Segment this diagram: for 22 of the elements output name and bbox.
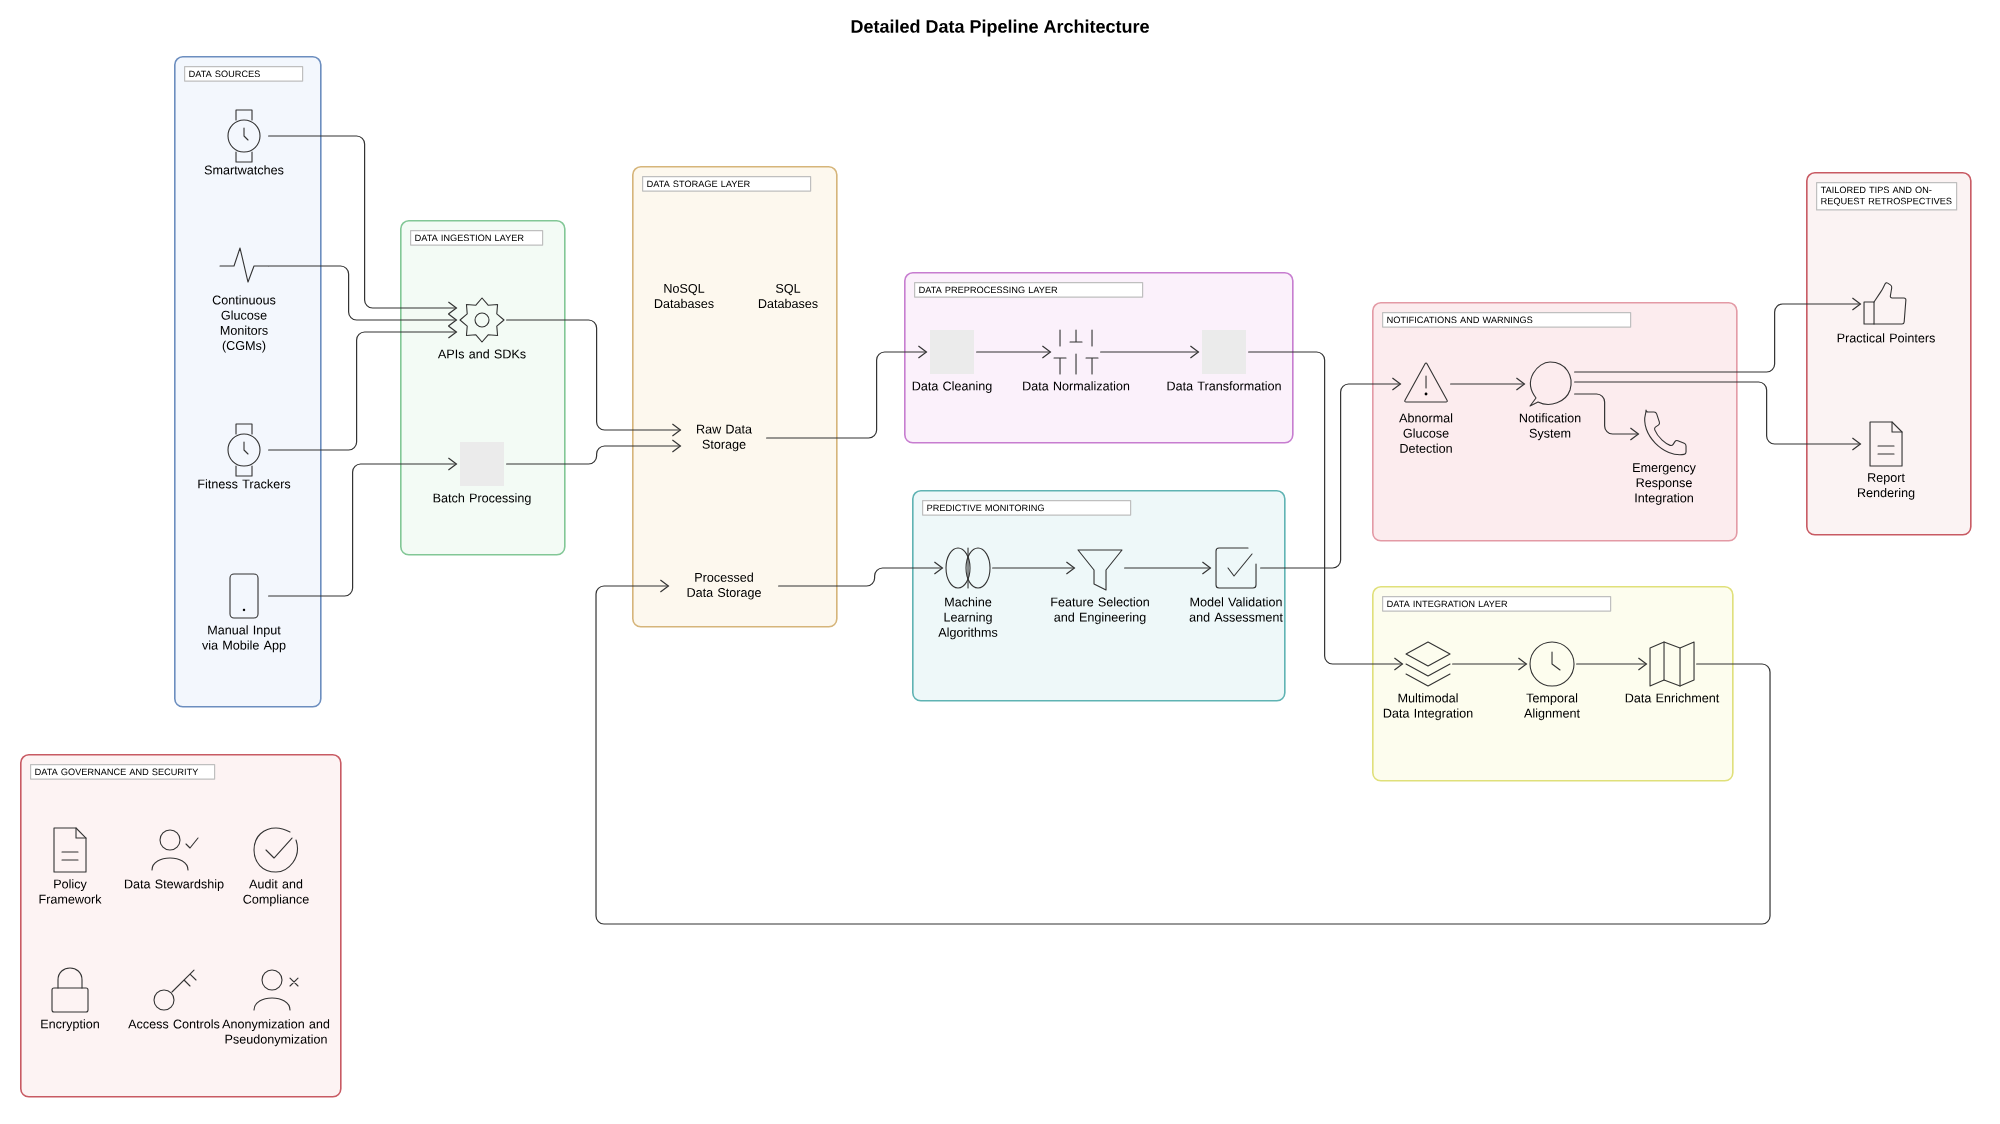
arrow xyxy=(1574,393,1640,441)
arrow xyxy=(268,265,458,327)
arrow xyxy=(1100,345,1200,359)
arrow xyxy=(506,319,682,437)
arrow xyxy=(1450,377,1526,391)
arrow xyxy=(976,345,1052,359)
arrow xyxy=(778,561,944,587)
title: Detailed Data Pipeline Architecture xyxy=(851,19,1149,37)
arrow xyxy=(595,579,1771,925)
arrow xyxy=(1574,381,1862,451)
arrow xyxy=(506,439,682,465)
arrow xyxy=(268,325,458,451)
arrow xyxy=(992,561,1076,575)
arrow xyxy=(1574,297,1862,373)
arrow xyxy=(1124,561,1212,575)
arrow xyxy=(268,457,458,597)
arrow xyxy=(268,135,458,315)
arrow xyxy=(766,345,928,439)
arrow xyxy=(1576,657,1648,671)
arrow xyxy=(1248,351,1404,671)
arrow xyxy=(1260,377,1402,569)
arrow xyxy=(1452,657,1528,671)
